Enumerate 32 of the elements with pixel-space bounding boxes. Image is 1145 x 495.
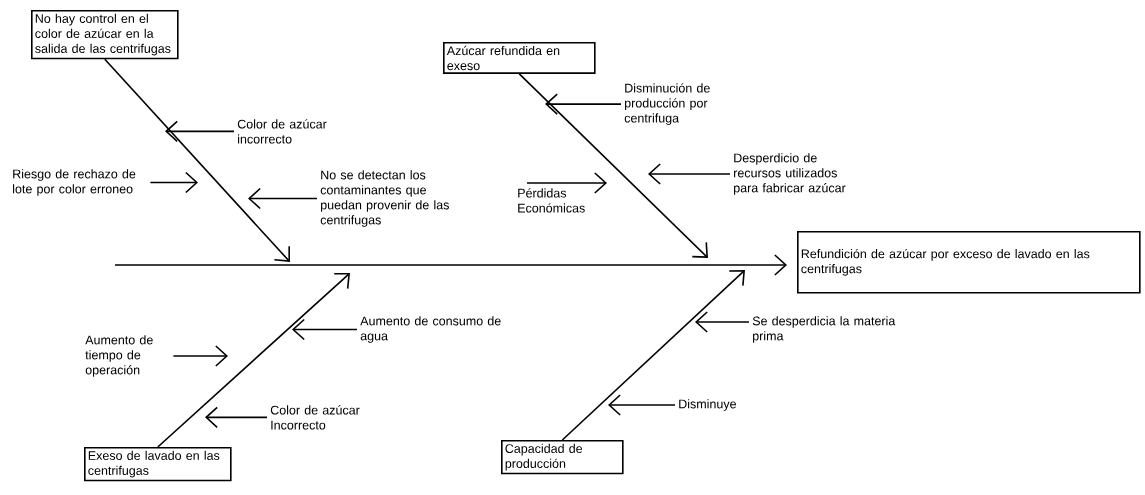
sub-cause-text: Aumento de tiempo de operación [85,335,153,377]
sub-cause-text: Color de azúcar Incorrecto [270,405,360,430]
sub-cause-text: Color de azúcar incorrecto [237,119,327,144]
arrow [205,406,268,429]
sub-cause-text: Pérdidas Económicas [518,188,585,213]
arrow [608,394,676,416]
arrow [172,345,228,367]
bone-arrow [157,272,350,448]
arrow [165,120,235,143]
bone-arrow [561,270,745,441]
spine-arrow [114,254,787,276]
arrow [648,163,731,185]
arrow [545,93,622,115]
bone-arrow [518,73,708,258]
sub-cause-text: Desperdicio de recursos utilizados para fabricar azúcar [734,153,846,195]
arrow [149,171,198,194]
cause-box: Azúcar refundida en exeso [443,42,596,74]
cause-box: Exeso de lavado en las centrifugas [84,447,232,482]
bone-arrow [104,58,290,262]
sub-cause-text: Disminución de producción por centrifuga [624,83,710,125]
sub-cause-text: Riesgo de rechazo de lote por color erroneo [13,169,136,196]
cause-box: Capacidad de producción [501,440,624,475]
effect-box: Refundición de azúcar por exceso de lavado en las centrifugas [797,231,1141,294]
sub-cause-text: Disminuye [679,399,736,411]
sub-cause-text: No se detectan los contaminantes que puedan provenir de las centrifugas [320,170,449,227]
arrow [526,172,607,194]
arrow [292,318,358,341]
sub-cause-text: Se desperdicia la materia prima [752,316,896,343]
arrow [248,187,318,210]
sub-cause-text: Aumento de consumo de agua [360,316,501,343]
cause-box: No hay control en el color de azúcar en la salida de las centrifugas [31,10,179,60]
arrow [695,311,750,333]
